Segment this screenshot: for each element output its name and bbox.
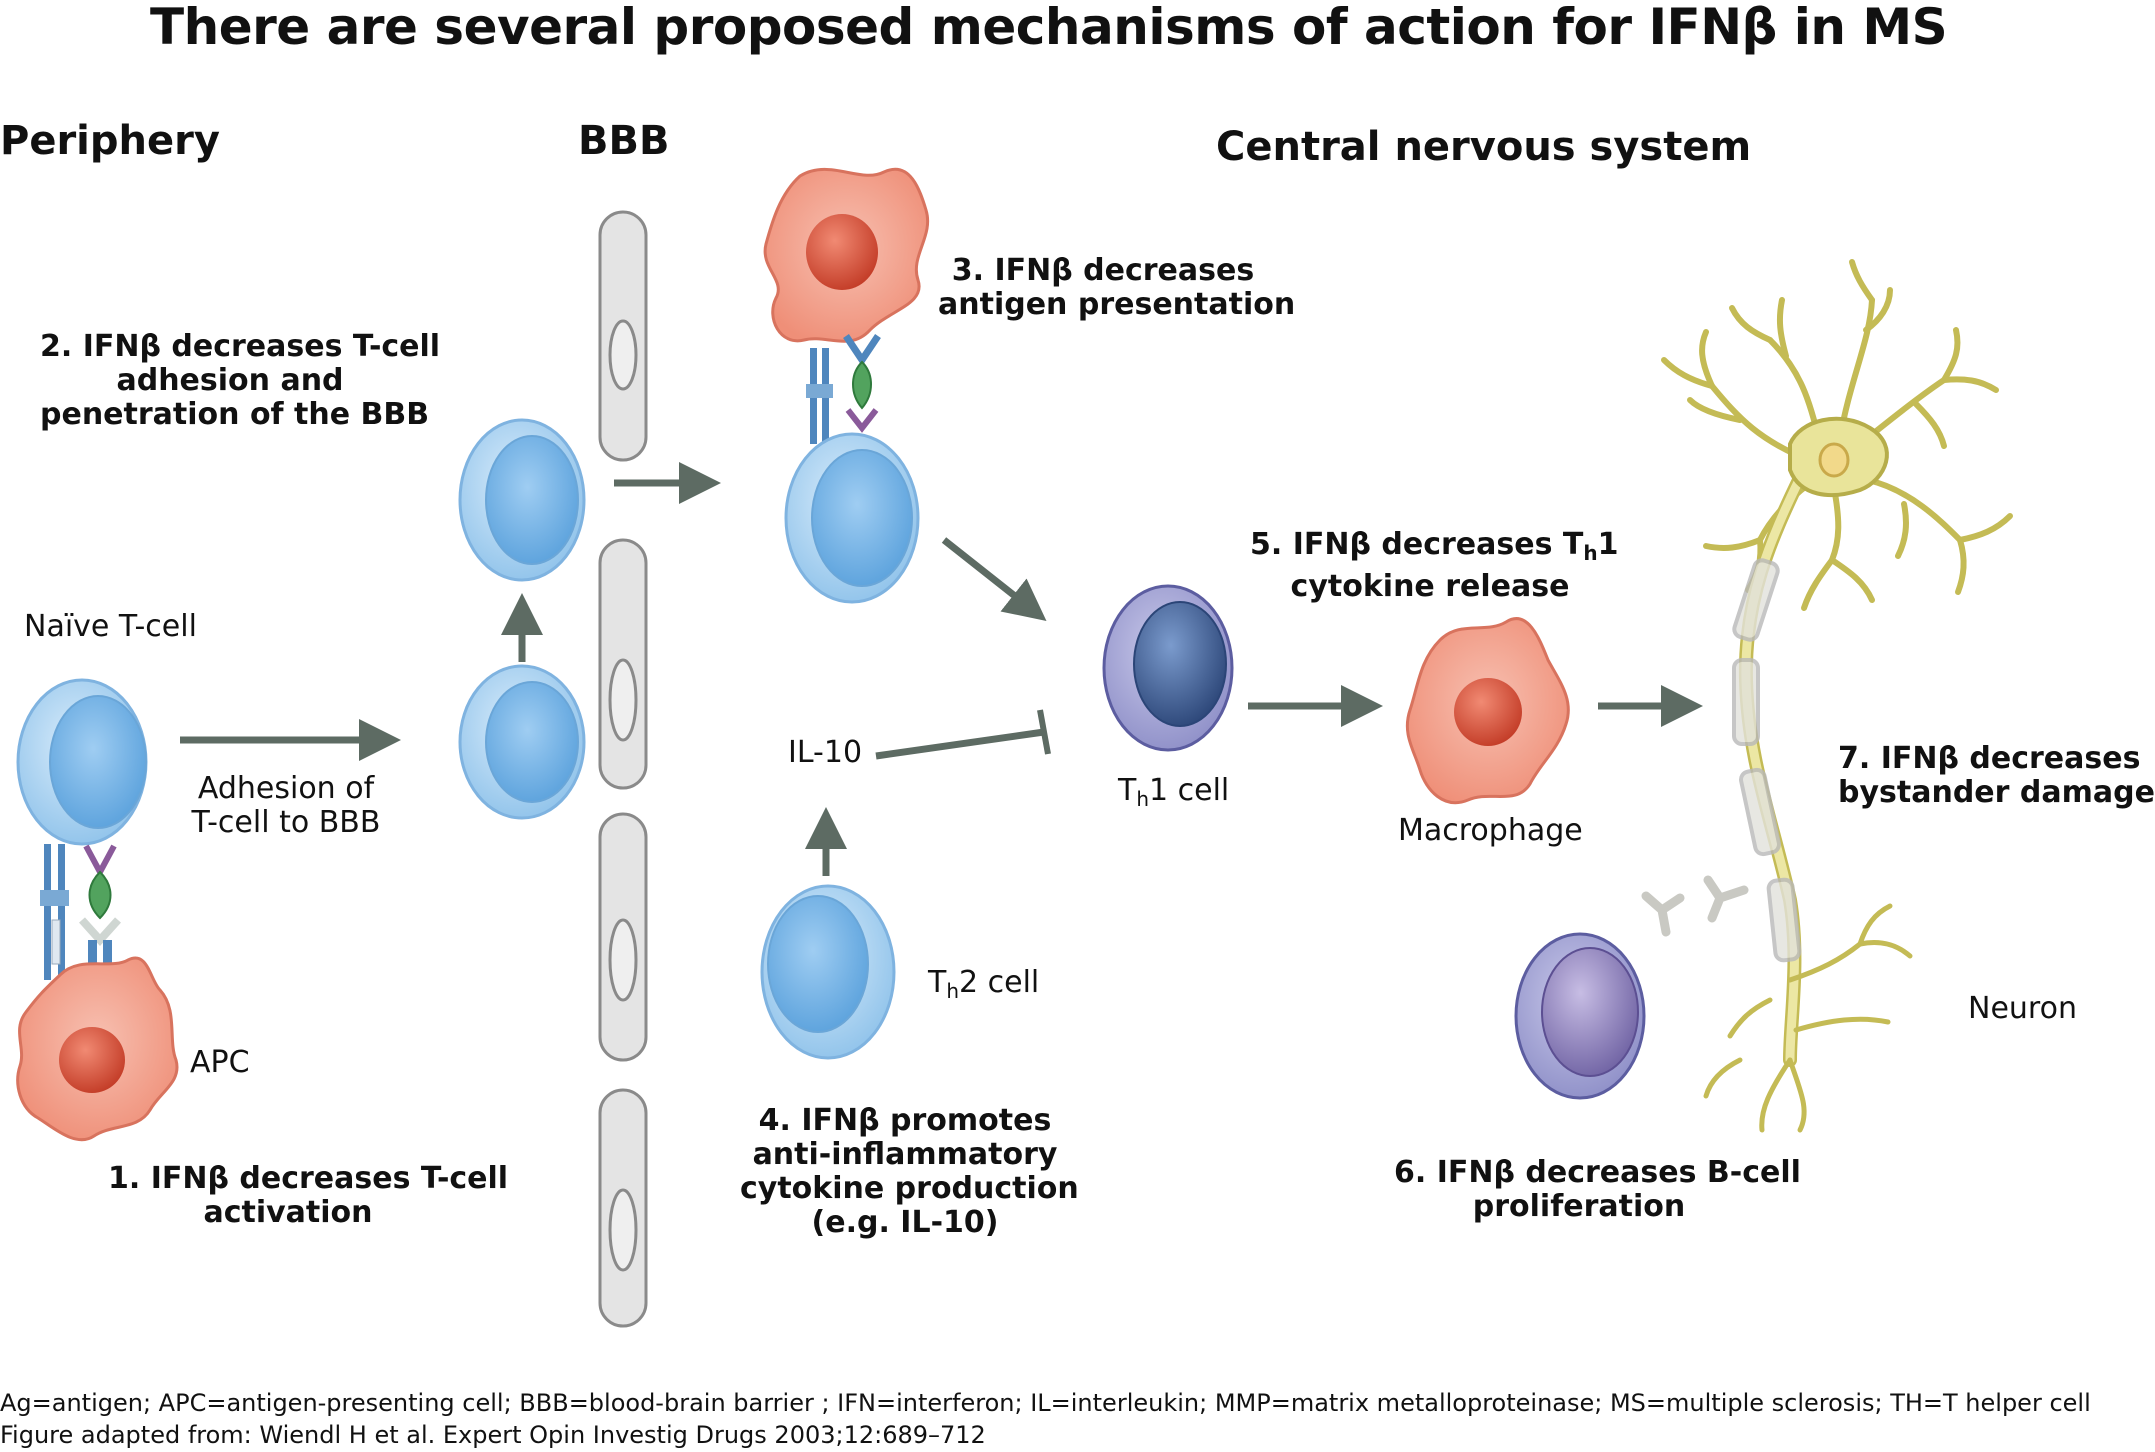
bbb-segment-3 [598,812,648,1062]
arrow-to-th1 [941,537,1047,622]
apc-cns [763,167,930,343]
th1-cell [1102,584,1234,752]
naive-tcell [16,678,148,846]
receptor-complex-periphery [40,844,121,980]
label-naive-tcell: Naïve T-cell [24,609,197,644]
step-4-line-2: anti-inflammatory [752,1137,1058,1172]
bbb-segment-2 [598,538,648,790]
antibody-1 [1641,891,1685,937]
step-4-line-1: 4. IFNβ promotes [758,1103,1052,1138]
step-1-line-2: activation [203,1195,373,1230]
footnote-abbreviations: Ag=antigen; APC=antigen-presenting cell;… [0,1389,2091,1417]
label-th2-cell: Th2 cell [928,965,1040,1004]
label-th1-cell: Th1 cell [1118,773,1230,812]
apc-periphery [16,956,179,1142]
step-2-line-1: 2. IFNβ decreases T-cell [40,329,441,364]
label-il10: IL-10 [788,735,863,770]
step-6-label: 6. IFNβ decreases B-cell proliferation [1394,1155,1801,1224]
step-4-label: 4. IFNβ promotes anti-inflammatory cytok… [740,1103,1079,1240]
bbb-barrier [598,210,648,1328]
step-6-line-1: 6. IFNβ decreases B-cell [1394,1155,1801,1190]
macrophage [1405,617,1570,805]
label-adhesion-line-2: T-cell to BBB [191,805,381,840]
step-4-line-4: (e.g. IL-10) [811,1205,999,1240]
step-2-line-2: adhesion and [116,363,344,398]
b-cell [1514,932,1646,1100]
step-5-label: 5. IFNβ decreases Th1 cytokine release [1250,527,1619,604]
label-apc: APC [190,1045,250,1080]
step-3-line-1: 3. IFNβ decreases [951,253,1255,288]
antibodies [1641,875,1749,937]
figure-title: There are several proposed mechanisms of… [150,0,1948,56]
th2-cell [760,884,896,1060]
step-6-line-2: proliferation [1472,1189,1686,1224]
receptor-complex-cns [806,334,881,444]
inhibit-bar [1037,709,1051,755]
tcell-bbb-lower [458,664,586,820]
tcell-bbb-upper [458,418,586,582]
footnote-source: Figure adapted from: Wiendl H et al. Exp… [0,1421,986,1449]
step-3-line-2: antigen presentation [938,287,1296,322]
step-5-line-1: 5. IFNβ decreases Th1 [1250,527,1619,566]
label-macrophage: Macrophage [1398,813,1583,848]
step-5-line-2: cytokine release [1290,569,1570,604]
label-neuron: Neuron [1968,991,2077,1026]
bbb-segment-4 [598,1088,648,1328]
tcell-cns [784,432,920,604]
step-7-line-1: 7. IFNβ decreases [1838,741,2141,776]
step-7-label: 7. IFNβ decreases bystander damage [1838,741,2155,810]
step-2-label: 2. IFNβ decreases T-cell adhesion and pe… [40,329,441,432]
step-7-line-2: bystander damage [1838,775,2155,810]
section-cns: Central nervous system [1216,124,1752,170]
step-3-label: 3. IFNβ decreases antigen presentation [938,253,1296,322]
neuron [1661,259,2013,1133]
antibody-2 [1703,875,1749,923]
section-bbb: BBB [578,118,670,164]
step-1-label: 1. IFNβ decreases T-cell activation [108,1161,509,1230]
step-4-line-3: cytokine production [740,1171,1079,1206]
step-1-line-1: 1. IFNβ decreases T-cell [108,1161,509,1196]
step-2-line-3: penetration of the BBB [40,397,430,432]
section-periphery: Periphery [0,118,220,164]
pathway-arrows [180,462,1703,876]
inhibit-il10-th1 [875,728,1045,760]
label-adhesion-line-1: Adhesion of [197,771,375,806]
label-adhesion: Adhesion of T-cell to BBB [186,772,386,840]
bbb-segment-1 [598,210,648,462]
